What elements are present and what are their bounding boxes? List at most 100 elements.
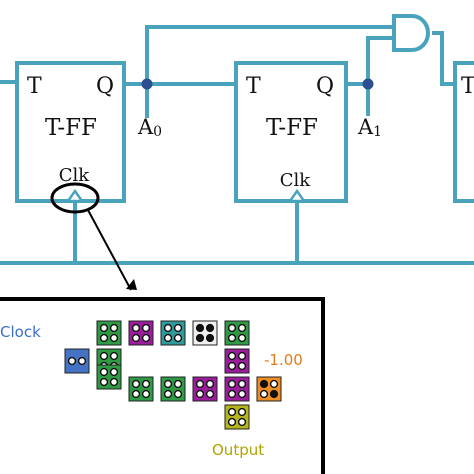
tile-square	[192, 376, 218, 402]
tile-dot	[173, 323, 183, 333]
tile-dot	[109, 333, 119, 343]
puzzle-tile	[224, 376, 250, 402]
puzzle-tile	[224, 348, 250, 374]
tile-dot	[205, 323, 215, 333]
clock-label: Clock	[0, 323, 41, 341]
puzzle-tile	[96, 364, 122, 390]
tile-dot	[173, 379, 183, 389]
tile-dot	[109, 377, 119, 387]
tile-dot	[163, 333, 173, 343]
flip-flop-name: T-FF	[45, 115, 97, 141]
zoom-arrow-line	[87, 209, 132, 291]
tile-dot	[237, 333, 247, 343]
flip-flop-name: T-FF	[266, 115, 318, 141]
clock-edge-triangle	[287, 188, 307, 203]
a1-to-and-gate-wire	[366, 36, 394, 84]
puzzle-tile	[64, 348, 90, 374]
tile-dot	[195, 323, 205, 333]
tile-dot	[173, 389, 183, 399]
tile-dot	[109, 367, 119, 377]
output-label-a1: A1	[357, 115, 382, 140]
puzzle-tile	[96, 320, 122, 346]
tile-dot	[227, 407, 237, 417]
tile-square	[224, 404, 250, 430]
q-output-label: Q	[316, 74, 334, 99]
q0-junction-node	[141, 78, 153, 90]
puzzle-tiles	[64, 320, 282, 430]
tile-dot	[109, 351, 119, 361]
puzzle-tile	[128, 376, 154, 402]
tile-square	[256, 376, 282, 402]
tile-dot	[99, 351, 109, 361]
tile-dot	[227, 389, 237, 399]
tile-dot	[99, 367, 109, 377]
puzzle-tile	[192, 320, 218, 346]
tile-dot	[77, 356, 87, 366]
tile-square	[160, 376, 186, 402]
tile-dot	[99, 323, 109, 333]
t-flip-flop-1: T Q T-FF Clk	[234, 61, 348, 203]
tile-dot	[227, 361, 237, 371]
tile-square	[224, 320, 250, 346]
puzzle-tile	[224, 320, 250, 346]
zoom-arrowhead	[126, 279, 137, 290]
tile-dot	[227, 323, 237, 333]
t-input-label: T	[27, 74, 42, 99]
tile-dot	[141, 323, 151, 333]
tile-square	[224, 348, 250, 374]
puzzle-tile	[160, 376, 186, 402]
tile-square	[224, 376, 250, 402]
tile-square	[128, 320, 154, 346]
tile-dot	[141, 379, 151, 389]
tile-dot	[131, 379, 141, 389]
tile-dot	[141, 333, 151, 343]
tile-dot	[99, 377, 109, 387]
tile-dot	[163, 323, 173, 333]
tile-dot	[227, 351, 237, 361]
tile-dot	[227, 333, 237, 343]
puzzle-tile	[256, 376, 282, 402]
tile-dot	[237, 323, 247, 333]
tile-square	[96, 320, 122, 346]
clk-label: Clk	[280, 170, 312, 191]
puzzle-tile	[224, 404, 250, 430]
t-flip-flop-0: T Q T-FF Clk	[15, 61, 126, 203]
clk-label: Clk	[59, 165, 91, 186]
tile-dot	[131, 389, 141, 399]
tile-dot	[237, 389, 247, 399]
tile-dot	[195, 389, 205, 399]
tile-dot	[173, 333, 183, 343]
output-subscript: 1	[373, 124, 382, 140]
clock-highlight-ellipse	[50, 182, 100, 214]
tile-dot	[67, 356, 77, 366]
tile-square	[160, 320, 186, 346]
tile-dot	[269, 379, 279, 389]
tile-dot	[237, 351, 247, 361]
tile-dot	[163, 389, 173, 399]
clock-edge-triangle	[65, 188, 85, 203]
and-gate-output-wire	[432, 31, 455, 86]
tile-dot	[205, 379, 215, 389]
tile-dot	[269, 389, 279, 399]
tile-dot	[205, 389, 215, 399]
puzzle-tile	[192, 376, 218, 402]
tile-dot	[237, 407, 247, 417]
t-input-label: T	[461, 74, 474, 99]
output-letter: A	[357, 115, 374, 139]
tile-dot	[195, 379, 205, 389]
t-flip-flop-2: T	[453, 61, 474, 203]
tile-dot	[163, 379, 173, 389]
tile-square	[192, 320, 218, 346]
and-gate	[392, 14, 430, 52]
output-subscript: 0	[153, 124, 162, 140]
tile-dot	[141, 389, 151, 399]
tile-dot	[237, 361, 247, 371]
tile-square	[96, 364, 122, 390]
tile-square	[128, 376, 154, 402]
q-output-label: Q	[96, 74, 114, 99]
tile-dot	[195, 333, 205, 343]
puzzle-tile	[160, 320, 186, 346]
tile-dot	[237, 417, 247, 427]
tile-dot	[109, 323, 119, 333]
